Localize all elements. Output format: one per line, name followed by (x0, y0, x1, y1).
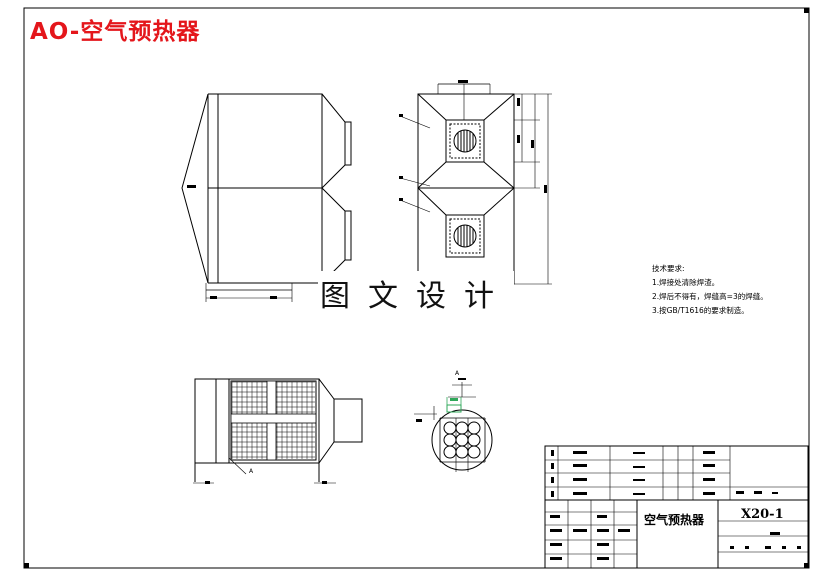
title-block-fill-marks (550, 450, 801, 560)
dim-label-base (270, 296, 277, 299)
outer-border (23, 7, 810, 569)
dim-label-r3 (531, 140, 534, 148)
technical-note-2: 2.焊后不得有，焊缝高=3的焊缝。 (652, 292, 768, 301)
title-block (544, 445, 809, 569)
plan-dim-right (322, 481, 327, 484)
corner-mark-bl (24, 563, 29, 568)
section-green-tag (450, 398, 458, 401)
technical-notes: 技术要求: 1.焊接处清除焊渣。 2.焊后不得有，焊缝高=3的焊缝。 3.按GB… (652, 262, 768, 318)
leader-tag-2 (399, 176, 403, 179)
plan-cross-h (230, 413, 317, 424)
side-view (181, 93, 352, 302)
section-marker: A (455, 370, 460, 377)
technical-note-3: 3.按GB/T1616的要求制造。 (652, 306, 749, 315)
section-view (414, 382, 493, 472)
dim-label-base-left (210, 296, 217, 299)
plan-dim-left (205, 481, 210, 484)
dim-label-r2 (517, 135, 520, 143)
corner-mark-tr (804, 8, 809, 13)
technical-notes-heading: 技术要求: (652, 264, 685, 273)
title-block-drawing-code: X20-1 (741, 507, 784, 522)
dim-label-top (458, 80, 468, 83)
dim-label-hopper (187, 185, 196, 188)
watermark-text: 图文设计 (318, 271, 514, 315)
section-marker-bar (458, 378, 466, 380)
plan-view-callout: A (249, 468, 254, 475)
leader-tag-1 (399, 114, 403, 117)
dim-label-r4 (544, 185, 547, 193)
title-block-part-name: 空气预热器 (644, 513, 705, 527)
end-view (399, 83, 552, 285)
corner-mark-br (804, 563, 809, 568)
plan-view (193, 378, 363, 484)
drawing-title: AO-空气预热器 (30, 19, 201, 45)
technical-note-1: 1.焊接处清除焊渣。 (652, 278, 720, 287)
leader-tag-3 (399, 198, 403, 201)
dim-label-r1 (517, 98, 520, 106)
section-dim-tag (416, 419, 422, 422)
